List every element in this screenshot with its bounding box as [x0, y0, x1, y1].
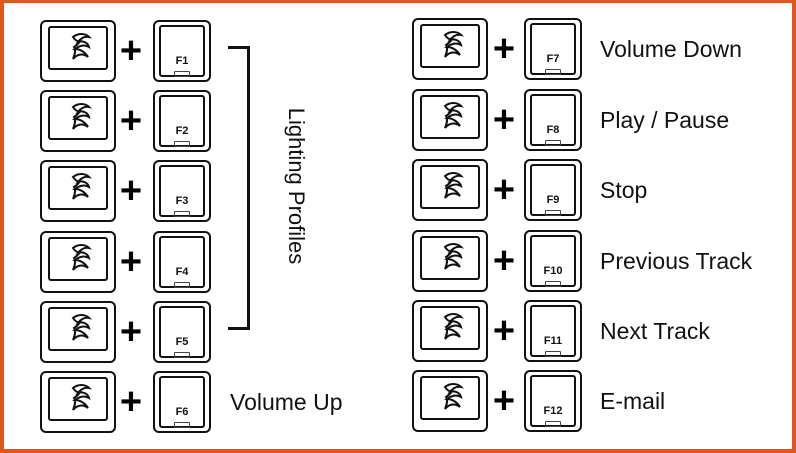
logo-icon: [443, 102, 464, 129]
key-label: F9: [546, 194, 560, 206]
f8-key: F8: [524, 89, 582, 151]
key-sublabel: [545, 421, 561, 427]
key-label: F4: [175, 266, 189, 278]
logo-key: [40, 20, 116, 82]
key-sublabel: [545, 281, 561, 287]
f4-key: F4: [153, 231, 211, 293]
key-label: F5: [175, 336, 189, 348]
f1-key: F1: [153, 20, 211, 82]
logo-key: [412, 230, 488, 292]
key-label: F10: [543, 265, 563, 277]
action-label: Play / Pause: [600, 107, 730, 133]
key-sublabel: [545, 210, 561, 216]
logo-key: [40, 231, 116, 293]
plus-sign: +: [119, 100, 143, 142]
f6-key: F6: [153, 371, 211, 433]
logo-icon: [443, 383, 464, 410]
logo-key: [40, 371, 116, 433]
action-label: Previous Track: [600, 248, 753, 274]
key-label: F1: [175, 55, 189, 67]
key-label: F2: [175, 125, 189, 137]
plus-sign: +: [492, 169, 516, 211]
action-label: E-mail: [600, 388, 666, 414]
logo-icon: [71, 103, 92, 130]
logo-key: [412, 159, 488, 221]
plus-sign: +: [119, 241, 143, 283]
logo-key: [40, 160, 116, 222]
logo-icon: [71, 314, 92, 341]
action-label: Volume Up: [230, 389, 343, 415]
key-sublabel: [174, 71, 190, 77]
logo-key: [412, 300, 488, 362]
key-sublabel: [174, 211, 190, 217]
f12-key: F12: [524, 370, 582, 432]
action-label: Stop: [600, 177, 648, 203]
logo-icon: [71, 384, 92, 411]
lighting-bracket: [228, 46, 250, 330]
f5-key: F5: [153, 301, 211, 363]
plus-sign: +: [492, 28, 516, 70]
logo-icon: [443, 313, 464, 340]
key-label: F11: [543, 335, 563, 347]
key-label: F7: [546, 53, 560, 65]
f10-key: F10: [524, 230, 582, 292]
key-label: F3: [175, 195, 189, 207]
f9-key: F9: [524, 159, 582, 221]
key-sublabel: [545, 69, 561, 75]
logo-key: [412, 89, 488, 151]
f2-key: F2: [153, 90, 211, 152]
plus-sign: +: [119, 311, 143, 353]
key-sublabel: [174, 282, 190, 288]
f7-key: F7: [524, 18, 582, 80]
f11-key: F11: [524, 300, 582, 362]
key-label: F12: [543, 405, 563, 417]
key-label: F8: [546, 124, 560, 136]
logo-key: [412, 370, 488, 432]
logo-icon: [443, 31, 464, 58]
logo-key: [40, 301, 116, 363]
plus-sign: +: [119, 170, 143, 212]
key-sublabel: [174, 422, 190, 428]
action-label: Next Track: [600, 318, 710, 344]
logo-icon: [71, 173, 92, 200]
logo-key: [40, 90, 116, 152]
key-label: F6: [175, 406, 189, 418]
f3-key: F3: [153, 160, 211, 222]
plus-sign: +: [492, 99, 516, 141]
plus-sign: +: [492, 240, 516, 282]
logo-icon: [71, 244, 92, 271]
key-sublabel: [174, 141, 190, 147]
key-sublabel: [545, 351, 561, 357]
logo-icon: [443, 172, 464, 199]
plus-sign: +: [119, 381, 143, 423]
plus-sign: +: [492, 310, 516, 352]
logo-icon: [71, 33, 92, 60]
plus-sign: +: [119, 30, 143, 72]
logo-key: [412, 18, 488, 80]
logo-icon: [443, 243, 464, 270]
action-label: Volume Down: [600, 36, 742, 62]
key-sublabel: [545, 140, 561, 146]
key-sublabel: [174, 352, 190, 358]
plus-sign: +: [492, 380, 516, 422]
lighting-profiles-label: Lighting Profiles: [284, 107, 309, 265]
